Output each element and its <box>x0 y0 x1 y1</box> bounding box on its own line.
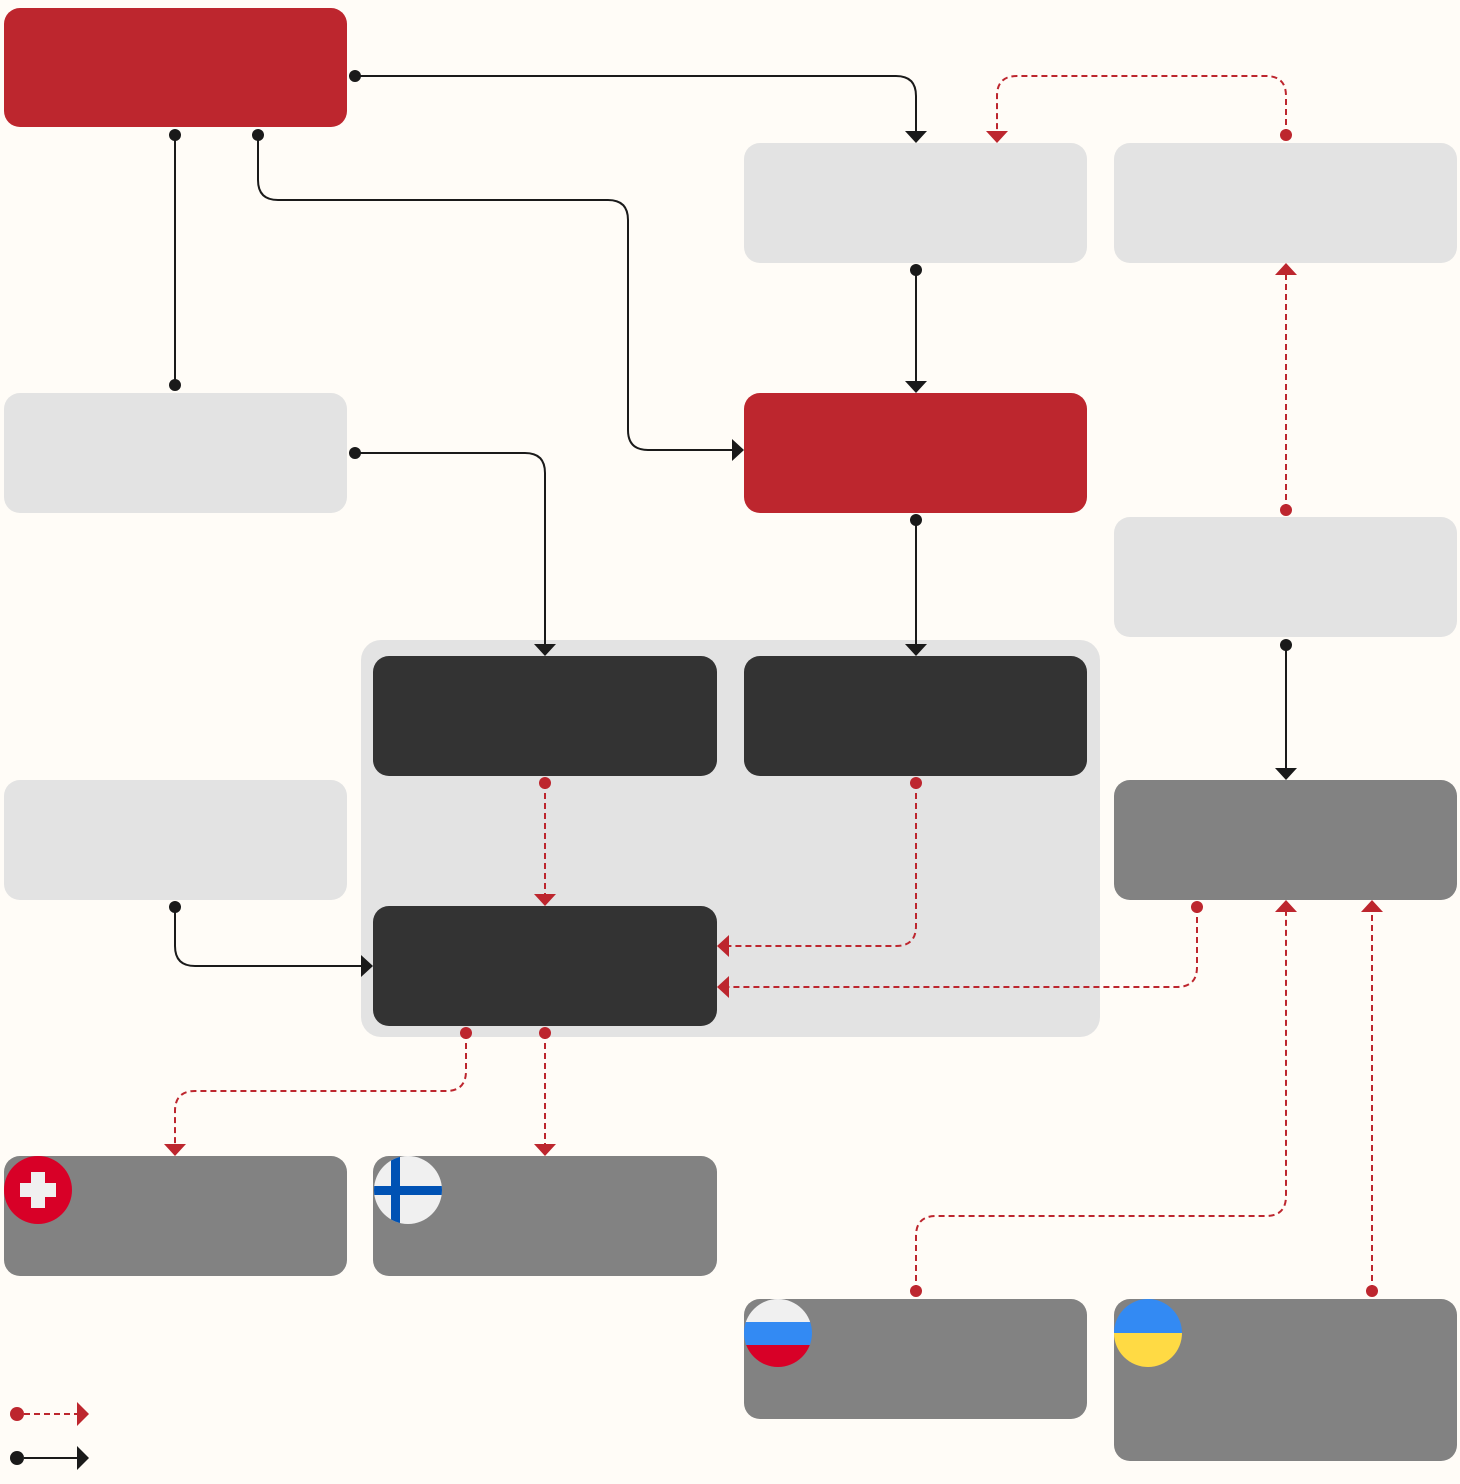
edge-light-right-2-to-light-top-right <box>1275 263 1297 516</box>
switzerland-flag-icon <box>4 1156 72 1224</box>
edge-light-left-3-to-dark-3 <box>169 901 373 977</box>
edge-dark-3-to-switzerland <box>164 1027 472 1156</box>
node-dark-2[interactable] <box>744 656 1087 776</box>
node-light-left-2[interactable] <box>4 393 347 513</box>
node-red-top-left[interactable] <box>4 8 347 127</box>
edge-red-top-to-red-middle <box>252 129 744 461</box>
node-light-left-3[interactable] <box>4 780 347 900</box>
node-light-top-right[interactable] <box>1114 143 1457 263</box>
edge-light-right-2-to-gray-right <box>1275 639 1297 780</box>
node-finland[interactable] <box>373 1156 717 1276</box>
legend-dashed-red-arrow-icon <box>10 1402 89 1426</box>
edge-gray-right-to-dark-3 <box>717 901 1203 998</box>
edge-light-left-2-to-dark-1 <box>349 447 556 656</box>
edge-dark-1-to-dark-3 <box>534 777 556 906</box>
node-dark-1[interactable] <box>373 656 717 776</box>
node-red-middle[interactable] <box>744 393 1087 513</box>
edge-light-top-right-to-light-top-middle <box>986 75 1292 143</box>
finland-flag-icon <box>374 1156 442 1224</box>
legend <box>10 1402 89 1470</box>
edge-ukraine-to-gray-right <box>1361 900 1383 1297</box>
node-light-right-2[interactable] <box>1114 517 1457 637</box>
node-dark-3[interactable] <box>373 906 717 1026</box>
solid-edges <box>169 70 1297 977</box>
node-russia[interactable] <box>744 1299 1087 1419</box>
legend-solid-black-arrow-icon <box>10 1446 89 1470</box>
node-ukraine[interactable] <box>1114 1299 1457 1461</box>
edge-dark-3-to-finland <box>534 1027 556 1156</box>
edge-russia-to-gray-right <box>910 900 1297 1297</box>
node-gray-right[interactable] <box>1114 780 1457 900</box>
edge-red-top-to-light-top-middle <box>349 70 927 143</box>
dashed-edges <box>164 75 1383 1297</box>
node-light-top-middle[interactable] <box>744 143 1087 263</box>
russia-flag-icon <box>744 1299 812 1367</box>
edge-light-top-middle-to-red-middle <box>905 264 927 393</box>
edge-red-top-to-light-left-2 <box>169 129 181 391</box>
edge-red-middle-to-dark-2 <box>905 514 927 656</box>
node-switzerland[interactable] <box>4 1156 347 1276</box>
ukraine-flag-icon <box>1114 1299 1182 1367</box>
edge-dark-2-to-dark-3 <box>717 777 922 957</box>
